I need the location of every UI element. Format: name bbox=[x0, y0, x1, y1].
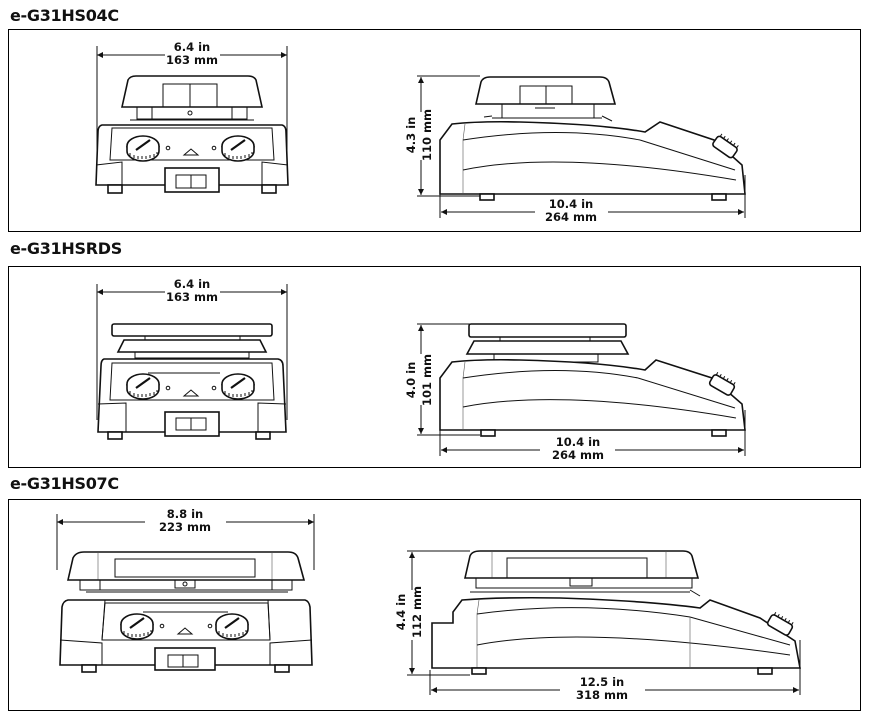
front-width-mm-3: 223 mm bbox=[159, 520, 211, 534]
side-depth-in-3: 12.5 in bbox=[580, 675, 625, 689]
side-view-1 bbox=[417, 75, 746, 218]
side-depth-mm-3: 318 mm bbox=[576, 688, 628, 702]
model-title-3: e-G31HS07C bbox=[10, 474, 119, 493]
front-width-mm-1: 163 mm bbox=[166, 53, 218, 67]
front-width-mm-2: 163 mm bbox=[166, 290, 218, 304]
side-height-mm-1: 110 mm bbox=[420, 109, 434, 161]
side-depth-in-1: 10.4 in bbox=[549, 197, 594, 211]
model-title-2: e-G31HSRDS bbox=[10, 239, 122, 258]
side-height-in-2: 4.0 in bbox=[404, 362, 418, 399]
side-view-2 bbox=[417, 323, 746, 456]
front-width-in-3: 8.8 in bbox=[167, 507, 204, 521]
side-depth-in-2: 10.4 in bbox=[556, 435, 601, 449]
front-width-in-1: 6.4 in bbox=[174, 40, 211, 54]
side-height-in-1: 4.3 in bbox=[404, 117, 418, 154]
front-view-3 bbox=[56, 514, 315, 673]
side-view-3 bbox=[407, 550, 801, 695]
side-height-mm-3: 112 mm bbox=[410, 586, 424, 638]
diagram-box-3 bbox=[8, 499, 861, 711]
side-height-mm-2: 101 mm bbox=[420, 354, 434, 406]
model-title-1: e-G31HS04C bbox=[10, 6, 119, 25]
side-depth-mm-1: 264 mm bbox=[545, 210, 597, 224]
side-depth-mm-2: 264 mm bbox=[552, 448, 604, 462]
front-width-in-2: 6.4 in bbox=[174, 277, 211, 291]
diagram-box-1 bbox=[8, 29, 861, 232]
front-view-1 bbox=[95, 46, 289, 194]
side-height-in-3: 4.4 in bbox=[394, 594, 408, 631]
front-view-2 bbox=[96, 284, 288, 440]
diagram-box-2 bbox=[8, 266, 861, 468]
